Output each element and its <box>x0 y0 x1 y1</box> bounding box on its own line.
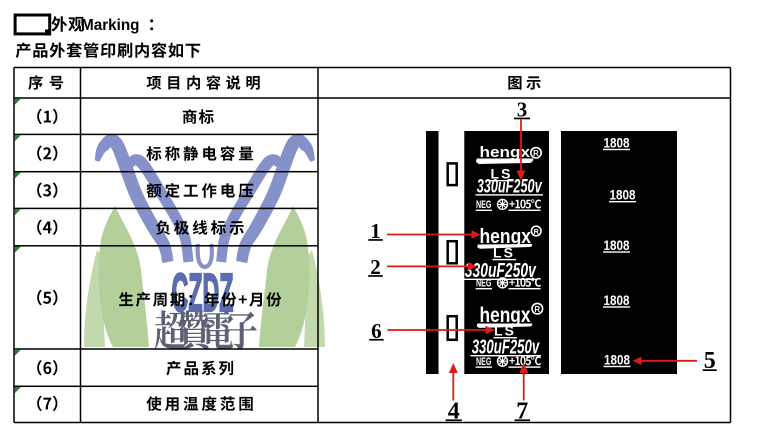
svg-text:7: 7 <box>516 398 528 424</box>
svg-text:1808: 1808 <box>604 352 630 367</box>
svg-text:NEG: NEG <box>476 278 492 290</box>
svg-text:1808: 1808 <box>610 188 636 203</box>
svg-text:1808: 1808 <box>604 293 630 308</box>
svg-text:hengx: hengx <box>480 145 531 161</box>
svg-text:hengx: hengx <box>480 303 531 327</box>
svg-text:R: R <box>534 227 540 236</box>
svg-text:R: R <box>533 149 539 158</box>
svg-text:Marking: Marking <box>81 17 140 34</box>
svg-text:R: R <box>534 305 540 314</box>
svg-text:6: 6 <box>371 319 382 343</box>
svg-text:1808: 1808 <box>604 238 630 253</box>
svg-text:NEG: NEG <box>476 199 492 211</box>
svg-text:1: 1 <box>370 219 381 243</box>
svg-text:LS: LS <box>493 244 515 260</box>
svg-text:2: 2 <box>370 255 381 279</box>
svg-text:330uF250v: 330uF250v <box>472 336 541 358</box>
svg-text:4: 4 <box>448 398 460 424</box>
svg-text:5: 5 <box>704 348 716 374</box>
svg-text:CZDZ: CZDZ <box>172 262 234 323</box>
svg-text:1808: 1808 <box>604 135 630 150</box>
svg-text:3: 3 <box>517 98 528 122</box>
svg-text:LS: LS <box>491 166 513 182</box>
svg-text:hengx: hengx <box>480 226 532 248</box>
svg-text:NEG: NEG <box>476 356 492 368</box>
svg-text:330uF250v: 330uF250v <box>465 260 537 282</box>
svg-text:LS: LS <box>494 322 516 338</box>
svg-text:330uF250v: 330uF250v <box>477 177 543 198</box>
